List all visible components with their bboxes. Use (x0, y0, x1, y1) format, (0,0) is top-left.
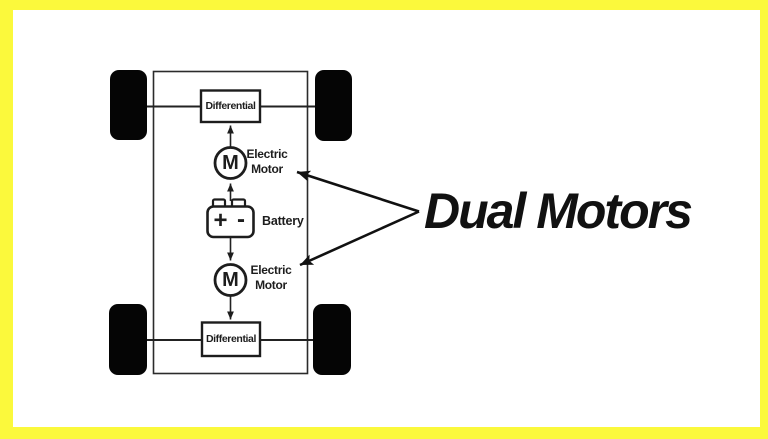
dual-motors-annotation: Dual Motors (424, 183, 693, 239)
rear-motor-label: Electric Motor (245, 263, 297, 292)
front-differential-label: Differential (205, 100, 256, 112)
rear-differential-box (200, 321, 262, 358)
front-motor-label: Electric Motor (241, 147, 293, 176)
wheel-rear-left (109, 304, 147, 375)
rear-motor-circle (213, 263, 248, 297)
front-motor-circle (213, 146, 248, 180)
rear-differential-label: Differential (205, 333, 257, 345)
front-motor-symbol: M (222, 151, 239, 174)
rear-motor-label-line2: Motor (255, 277, 287, 292)
battery-label: Battery (262, 214, 304, 228)
wheel-front-right (315, 70, 352, 141)
annotation-arrow-to-rear-motor (299, 210, 420, 267)
annotation-arrow-to-front-motor (296, 170, 420, 213)
wheel-rear-right (313, 304, 351, 375)
front-differential-box (199, 89, 262, 124)
wheel-front-left (110, 70, 147, 140)
battery-minus-sign: - (237, 206, 245, 233)
front-motor-label-line1: Electric (246, 147, 288, 161)
rear-motor-symbol: M (222, 268, 239, 291)
front-motor-label-line2: Motor (251, 161, 283, 176)
battery-plus-sign: + (213, 207, 228, 234)
chassis-outline (152, 70, 309, 375)
rear-motor-label-line1: Electric (250, 263, 292, 277)
battery-body (206, 205, 255, 239)
